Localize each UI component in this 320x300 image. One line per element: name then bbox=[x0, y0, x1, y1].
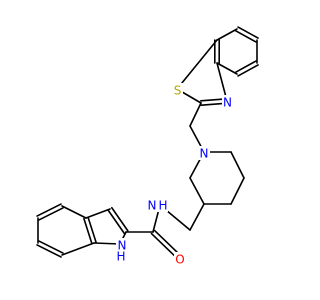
bond-line bbox=[235, 60, 257, 73]
bond-line bbox=[235, 30, 257, 43]
bond-line bbox=[107, 209, 125, 235]
bond-line bbox=[230, 151, 245, 179]
indole-hydrogen-label: H bbox=[116, 250, 125, 264]
bond-line bbox=[216, 62, 238, 75]
sulfur-atom-label: S bbox=[174, 84, 182, 98]
carbonyl-oxygen-label: O bbox=[175, 253, 184, 267]
bond-line bbox=[93, 242, 121, 245]
thiazole-nitrogen-label: N bbox=[223, 96, 232, 110]
bond-line bbox=[237, 64, 259, 77]
bond-line bbox=[87, 216, 97, 244]
bond-line bbox=[38, 240, 64, 254]
bond-line bbox=[176, 39, 218, 90]
bond-line bbox=[61, 205, 87, 219]
bond-line bbox=[189, 177, 205, 205]
molecule-structure: S N N N H O N H bbox=[36, 26, 259, 267]
bond-line bbox=[36, 203, 62, 217]
bond-line bbox=[36, 244, 62, 258]
piperidine-nitrogen-label: N bbox=[200, 147, 209, 161]
amide-nitrogen-label: N bbox=[148, 199, 157, 213]
bond-layer bbox=[36, 26, 259, 261]
bond-line bbox=[83, 217, 93, 245]
bond-line bbox=[150, 232, 180, 261]
bond-line bbox=[85, 208, 111, 219]
bond-line bbox=[38, 207, 64, 221]
bond-line bbox=[189, 102, 202, 127]
amide-hydrogen-label: H bbox=[158, 199, 167, 213]
bond-line bbox=[237, 26, 259, 39]
bond-line bbox=[111, 206, 129, 232]
bond-line bbox=[189, 203, 205, 231]
indole-nitrogen-label: N bbox=[118, 239, 127, 253]
bond-line bbox=[230, 177, 245, 205]
bond-line bbox=[61, 242, 95, 256]
bond-line bbox=[216, 28, 238, 41]
bond-line bbox=[216, 62, 228, 102]
atom-label-layer: S N N N H O N H bbox=[115, 83, 233, 267]
